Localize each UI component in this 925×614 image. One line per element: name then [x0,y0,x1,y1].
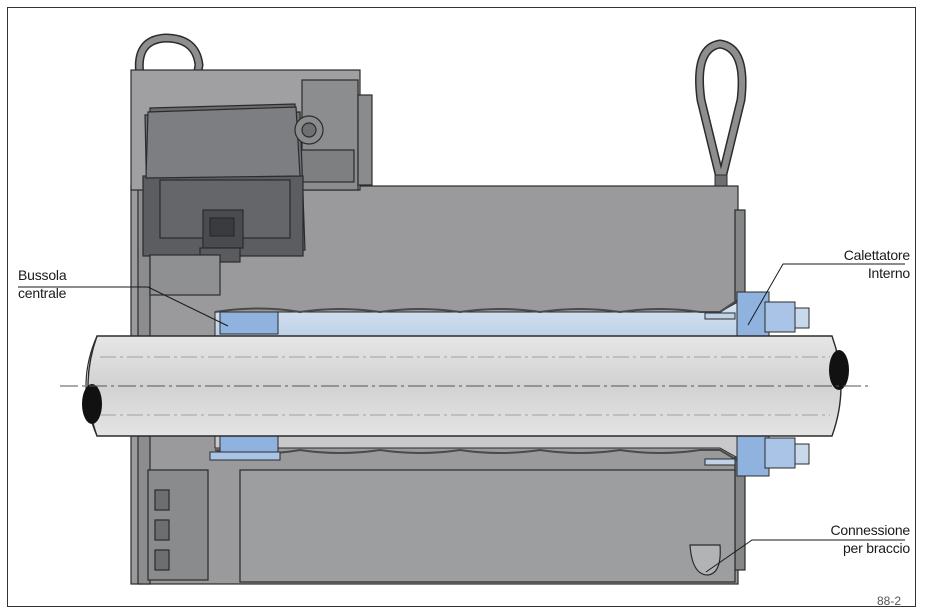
leader-connessione [705,539,905,573]
label-shrink-disc: Calettatore Interno [802,246,910,282]
label-central-bushing-line1: Bussola [18,267,67,283]
label-central-bushing-line2: centrale [18,285,67,301]
central-bushing [209,311,281,461]
shrink-disc [704,291,810,477]
label-shrink-disc-line2: Interno [867,265,910,281]
leader-bussola [18,286,229,327]
driven-shaft [60,335,868,437]
label-arm-connection-line2: per braccio [842,540,910,556]
leader-calettatore [747,263,905,326]
label-arm-connection: Connessione per braccio [795,521,910,557]
lifting-eye-left [134,33,204,110]
label-shrink-disc-line1: Calettatore [843,247,910,263]
label-arm-connection-line1: Connessione [830,522,910,538]
callout-lines [18,263,905,573]
lifting-eye-right [695,39,747,192]
figure-number: 88-2 [877,594,902,608]
label-central-bushing: Bussola centrale [18,266,67,302]
